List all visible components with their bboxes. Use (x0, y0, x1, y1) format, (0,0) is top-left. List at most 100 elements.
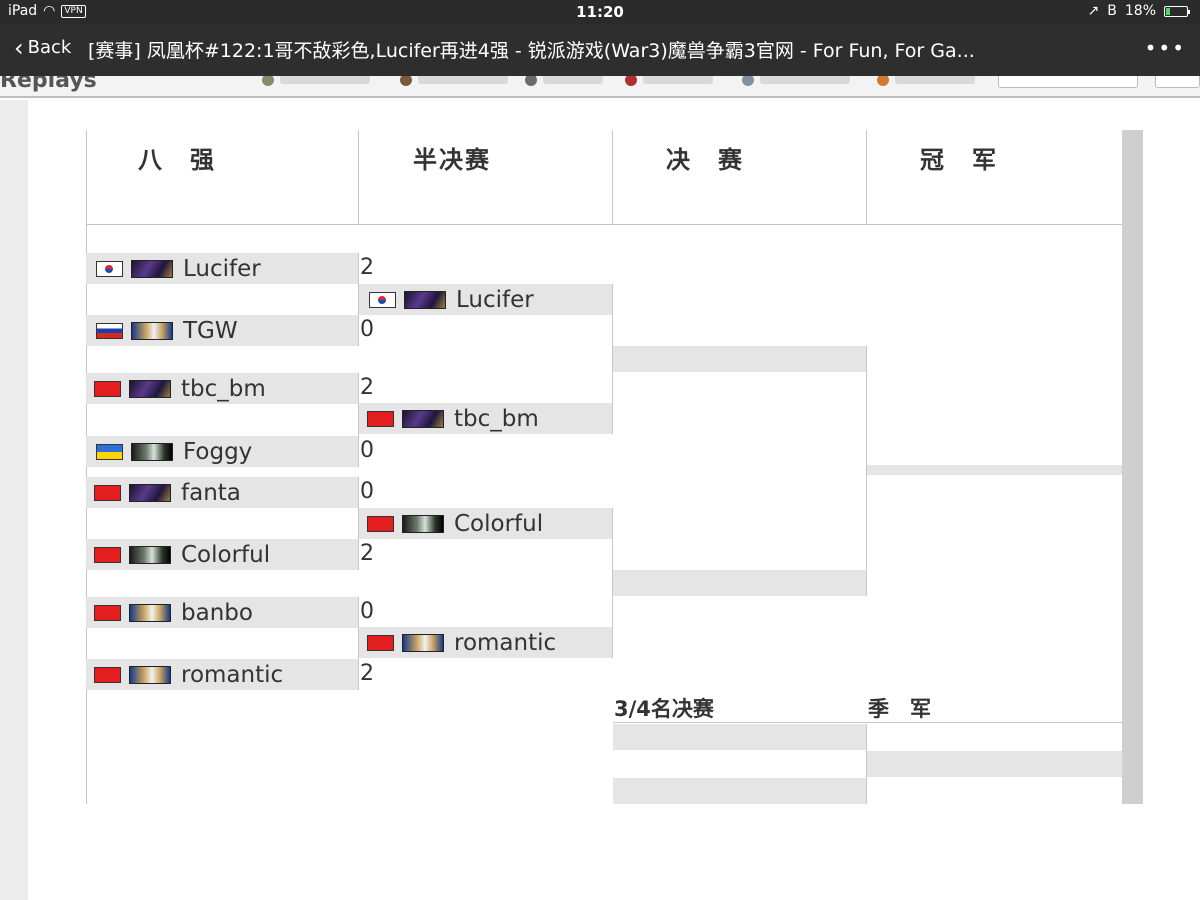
qf-connector (358, 373, 359, 467)
third-place-winner-label: 季 军 (868, 697, 931, 721)
menu-icon (742, 76, 754, 86)
header-divider (866, 130, 867, 224)
qf-score: 2 (360, 661, 374, 686)
header-divider (612, 130, 613, 224)
player-name[interactable]: Foggy (183, 438, 253, 465)
player-name[interactable]: Lucifer (456, 286, 534, 313)
status-bar: iPad ◠ VPN 11:20 ↗ B 18% (0, 0, 1200, 24)
night-elf-race-icon (131, 259, 173, 278)
third-place-connector (866, 724, 867, 804)
third-place-winner-slot (867, 751, 1122, 777)
battery-icon (1164, 5, 1190, 17)
qf-slot-3: tbc_bm (86, 373, 358, 404)
sf-connector (612, 284, 613, 434)
qf-score: 2 (360, 375, 374, 400)
location-arrow-icon: ↗ (1087, 3, 1100, 19)
korea-flag-icon (96, 260, 123, 277)
header-divider (358, 130, 359, 224)
qf-slot-4: Foggy (86, 436, 358, 467)
undead-race-icon (402, 514, 444, 533)
china-flag-icon (94, 484, 121, 501)
more-button[interactable]: ••• (1144, 36, 1186, 60)
header-semifinal: 半决赛 (413, 146, 491, 174)
menu-item[interactable] (643, 76, 713, 84)
menu-item[interactable] (895, 76, 975, 84)
header-champion: 冠 军 (920, 146, 998, 174)
battery-level (1166, 7, 1170, 15)
player-name[interactable]: banbo (181, 599, 253, 626)
chevron-left-icon: ‹ (14, 33, 24, 62)
status-time: 11:20 (576, 3, 624, 21)
search-box[interactable] (998, 76, 1138, 88)
china-flag-icon (94, 666, 121, 683)
menu-icon (625, 76, 637, 86)
menu-icon (262, 76, 274, 86)
player-name[interactable]: Lucifer (183, 255, 261, 282)
human-race-icon (129, 603, 171, 622)
final-slot-1 (613, 346, 866, 372)
tournament-bracket: 八 强 半决赛 决 赛 冠 军 Lucifer 2 TGW 0 tbc_bm 2… (86, 130, 1122, 804)
qf-score: 2 (360, 255, 374, 280)
final-connector (866, 346, 867, 596)
qf-connector (358, 253, 359, 346)
player-name[interactable]: Colorful (454, 510, 544, 537)
night-elf-race-icon (129, 379, 171, 398)
undead-race-icon (131, 442, 173, 461)
human-race-icon (402, 633, 444, 652)
sf-slot-1: Lucifer (359, 284, 612, 315)
champion-slot (867, 465, 1122, 475)
back-button[interactable]: ‹ Back (14, 33, 72, 62)
player-name[interactable]: TGW (183, 317, 238, 344)
page-left-gutter (0, 100, 28, 900)
human-race-icon (131, 321, 173, 340)
china-flag-icon (94, 604, 121, 621)
china-flag-icon (367, 634, 394, 651)
sf-slot-3: Colorful (359, 508, 612, 539)
bluetooth-icon: B (1107, 3, 1117, 19)
search-button[interactable] (1155, 76, 1200, 88)
russia-flag-icon (96, 322, 123, 339)
qf-score: 0 (360, 479, 374, 504)
bracket-left-border (86, 130, 87, 804)
navigation-bar: ‹ Back [赛事] 凤凰杯#122:1哥不敌彩色,Lucifer再进4强 -… (0, 24, 1200, 76)
china-flag-icon (367, 410, 394, 427)
sf-connector (612, 508, 613, 658)
undead-race-icon (129, 545, 171, 564)
menu-item[interactable] (280, 76, 370, 84)
sf-slot-4: romantic (359, 627, 612, 658)
player-name[interactable]: fanta (181, 479, 241, 506)
player-name[interactable]: romantic (454, 629, 557, 656)
final-slot-2 (613, 570, 866, 596)
site-menu-strip: Replays (0, 76, 1200, 98)
night-elf-race-icon (129, 483, 171, 502)
wifi-icon: ◠ (43, 3, 56, 19)
player-name[interactable]: tbc_bm (181, 375, 266, 402)
qf-slot-5: fanta (86, 477, 358, 508)
qf-slot-7: banbo (86, 597, 358, 628)
back-label: Back (27, 37, 72, 58)
third-place-slot-1 (613, 724, 866, 750)
sf-slot-2: tbc_bm (359, 403, 612, 434)
qf-slot-1: Lucifer (86, 253, 358, 284)
menu-icon (877, 76, 889, 86)
player-name[interactable]: Colorful (181, 541, 271, 568)
player-name[interactable]: romantic (181, 661, 284, 688)
ukraine-flag-icon (96, 443, 123, 460)
page-scrollbar[interactable] (1122, 130, 1143, 804)
header-final: 决 赛 (666, 146, 744, 174)
night-elf-race-icon (404, 290, 446, 309)
battery-percent: 18% (1124, 3, 1156, 19)
qf-connector (358, 477, 359, 570)
menu-item[interactable] (760, 76, 850, 84)
menu-item[interactable] (418, 76, 508, 84)
player-name[interactable]: tbc_bm (454, 405, 539, 432)
human-race-icon (129, 665, 171, 684)
menu-item[interactable] (543, 76, 603, 84)
menu-icon (525, 76, 537, 86)
third-place-header-border (613, 722, 1122, 723)
site-logo[interactable]: Replays (0, 76, 97, 93)
qf-score: 0 (360, 317, 374, 342)
page-title: [赛事] 凤凰杯#122:1哥不敌彩色,Lucifer再进4强 - 锐派游戏(W… (88, 40, 975, 62)
night-elf-race-icon (402, 409, 444, 428)
third-place-match-label: 3/4名决赛 (614, 697, 714, 721)
